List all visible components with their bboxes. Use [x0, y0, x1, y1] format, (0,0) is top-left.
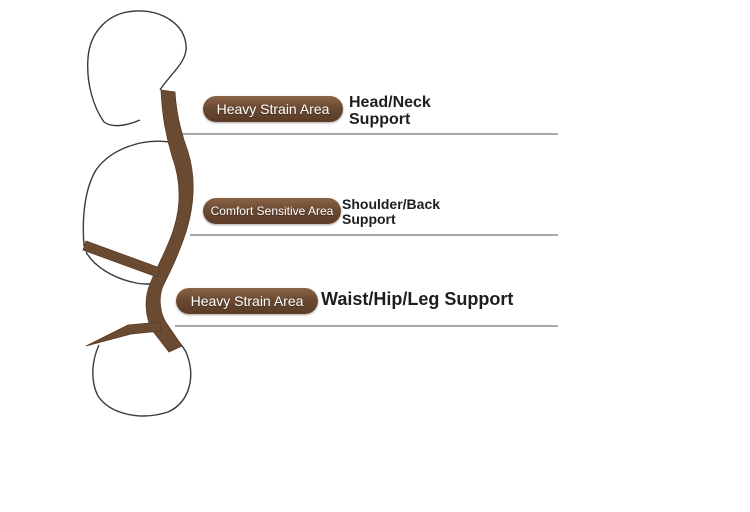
upper-body-outline [82, 140, 171, 247]
hip-strap-band [85, 321, 162, 347]
leg-outline [92, 335, 192, 417]
label-head-neck-support: Head/Neck Support [349, 94, 431, 129]
label-line: Support [349, 110, 411, 128]
pill-heavy-strain-waist: Heavy Strain Area [176, 288, 318, 314]
label-shoulder-back-support: Shoulder/Back Support [342, 197, 440, 226]
label-waist-hip-leg-support: Waist/Hip/Leg Support [321, 290, 513, 309]
spine-support-band [145, 89, 194, 353]
pill-heavy-strain-head: Heavy Strain Area [203, 96, 343, 122]
label-line: Shoulder/Back [342, 196, 441, 212]
label-line: Waist/Hip/Leg Support [321, 289, 514, 309]
label-line: Head/Neck [349, 94, 431, 111]
head-outline [86, 10, 187, 127]
pill-comfort-sensitive-shoulder: Comfort Sensitive Area [203, 198, 341, 224]
label-line: Support [342, 210, 396, 227]
shoulder-strap-band [82, 240, 161, 278]
